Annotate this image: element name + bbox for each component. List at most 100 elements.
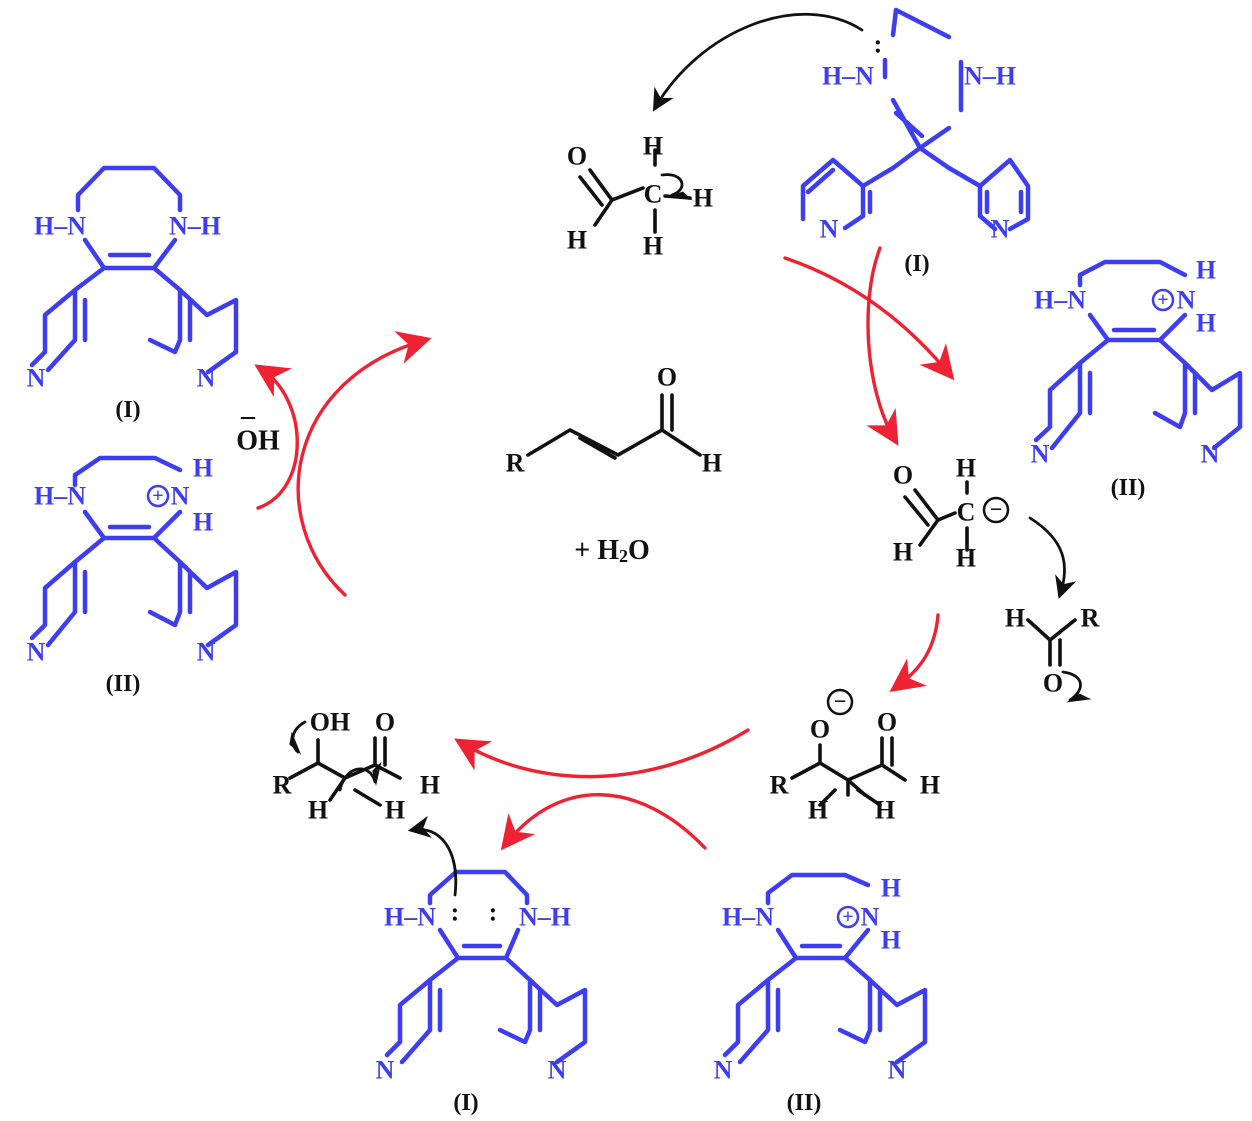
atom-H: H xyxy=(808,796,828,825)
plus-charge: + xyxy=(842,906,853,928)
hydroxide: – OH xyxy=(236,401,280,457)
atom-N: N xyxy=(27,638,46,667)
label-catalyst-I: (I) xyxy=(904,251,929,277)
atom-HN: H–N xyxy=(1034,286,1086,315)
atom-O: O xyxy=(567,142,587,171)
atom-N: N xyxy=(171,482,190,511)
arrow-lone-pair-attack xyxy=(652,12,864,112)
atom-H: H xyxy=(881,874,901,903)
atom-H: H xyxy=(693,184,713,213)
label-catalyst-I: (I) xyxy=(115,397,140,423)
atom-HN: H–N xyxy=(34,482,86,511)
minus-charge-circle xyxy=(982,496,1010,524)
water-suffix: O xyxy=(628,535,650,566)
atom-N: N xyxy=(820,215,839,244)
unsaturated-aldehyde-product: R O H xyxy=(506,363,723,478)
atom-H: H xyxy=(643,232,663,261)
minus-charge: − xyxy=(834,689,847,714)
atom-N: N xyxy=(548,1056,567,1085)
atom-R: R xyxy=(770,771,789,800)
atom-HN: H–N xyxy=(722,903,774,932)
atom-H: H xyxy=(308,796,328,825)
carbanion: O H C H H − xyxy=(893,454,1010,573)
catalyst-I-bottom: H–N N–H : : N N (I) xyxy=(376,869,588,1116)
atom-H: H xyxy=(920,771,940,800)
atom-O: O xyxy=(877,708,897,737)
atom-O: O xyxy=(1043,669,1063,698)
alkoxide-intermediate: R O − O H H H xyxy=(770,689,941,825)
atom-H: H xyxy=(956,454,976,483)
arrow-catalyst-regeneration xyxy=(500,793,707,851)
atom-HN: H–N xyxy=(384,903,436,932)
atom-H: H xyxy=(956,544,976,573)
plus-charge: + xyxy=(152,485,163,507)
atom-N: N xyxy=(376,1056,395,1085)
atom-R: R xyxy=(273,771,292,800)
hydroxide-text: OH xyxy=(236,426,280,457)
atom-H: H xyxy=(1196,309,1216,338)
atom-H: H xyxy=(420,771,440,800)
atom-H: H xyxy=(875,796,895,825)
atom-NH: N–H xyxy=(519,903,571,932)
arrow-proton-abstraction xyxy=(407,815,458,897)
label-catalyst-I: (I) xyxy=(453,1090,478,1116)
atom-HN: H–N xyxy=(34,212,86,241)
arrow-to-alkoxide xyxy=(889,613,940,692)
atom-H: H xyxy=(1005,604,1025,633)
aldol-intermediate: R OH O H H H xyxy=(273,708,441,825)
hydroxide-minus: – xyxy=(240,401,256,432)
plus-charge-circle xyxy=(1151,288,1175,312)
atom-O: O xyxy=(375,708,395,737)
atom-N: N xyxy=(1177,286,1196,315)
lone-pair-dots: : xyxy=(874,30,883,59)
atom-C: C xyxy=(957,498,976,527)
atom-C: C xyxy=(644,180,663,209)
atom-N: N xyxy=(27,364,46,393)
atom-N: N xyxy=(888,1056,907,1085)
arrow-to-aldol xyxy=(454,728,750,779)
atom-N: N xyxy=(197,638,216,667)
aldehyde-RCHO: H R O xyxy=(1005,604,1100,703)
minus-charge-circle xyxy=(826,688,854,716)
atom-N: N xyxy=(1031,440,1050,469)
atom-H: H xyxy=(643,132,663,161)
arrow-hydroxide-release xyxy=(254,364,299,510)
atom-O: O xyxy=(657,363,677,392)
label-catalyst-II: (II) xyxy=(106,671,141,697)
atom-N: N xyxy=(861,903,880,932)
catalyst-II-left: H–N N H H + N N (II) xyxy=(27,454,239,697)
atom-N: N xyxy=(197,364,216,393)
plus-charge-circle xyxy=(146,484,170,508)
water-prefix: + H xyxy=(574,535,619,566)
atom-H: H xyxy=(193,454,213,483)
atom-N: N xyxy=(991,215,1010,244)
atom-H: H xyxy=(702,449,722,478)
cycle-arrows xyxy=(254,246,955,851)
arrow-nucleophilic-attack xyxy=(1028,516,1077,599)
arrow-deprotonation xyxy=(783,256,955,381)
atom-N: N xyxy=(714,1056,733,1085)
plus-charge: + xyxy=(1157,289,1168,311)
catalyst-II-right: H–N N H H + N N (II) xyxy=(1031,256,1243,501)
catalyst-II-bottom: H–N N H H + N N (II) xyxy=(714,872,928,1116)
atom-R: R xyxy=(506,449,525,478)
atom-H: H xyxy=(893,538,913,567)
atom-N: N xyxy=(1201,440,1220,469)
atom-H: H xyxy=(881,926,901,955)
atom-O: O xyxy=(810,715,830,744)
arrow-to-carbanion xyxy=(866,246,899,446)
catalyst-I-left: H–N N–H N N (I) xyxy=(27,165,239,423)
minus-charge: − xyxy=(990,497,1003,522)
svg-text:+ H2O: + H2O xyxy=(574,535,650,567)
label-catalyst-II: (II) xyxy=(1111,475,1146,501)
atom-O: O xyxy=(893,461,913,490)
atom-OH: OH xyxy=(310,708,350,737)
arrow-dehydration xyxy=(296,331,432,597)
water-subscript: 2 xyxy=(619,546,628,566)
atom-H: H xyxy=(567,226,587,255)
atom-NH: N–H xyxy=(964,62,1016,91)
plus-charge-circle xyxy=(836,905,860,929)
lone-pair-dots: : xyxy=(489,898,498,927)
atom-HN: H–N xyxy=(822,62,874,91)
